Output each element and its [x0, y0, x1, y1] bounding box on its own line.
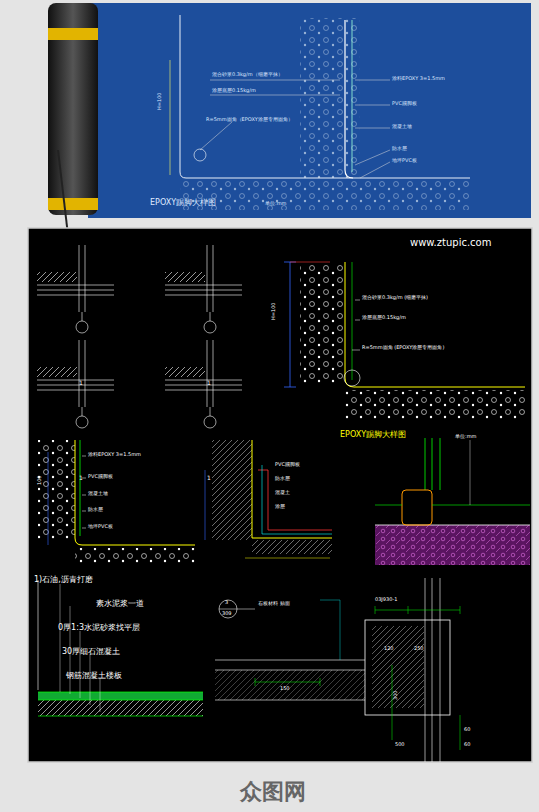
callout-leader [210, 312, 211, 321]
drawing-label: 涂料EPOXY 3=1.5mm [88, 452, 141, 458]
drawing-label: 防水层 [392, 146, 407, 152]
drawing-label: 众图网 [240, 780, 306, 804]
drawing-label: 1 [207, 380, 211, 387]
drawing-label: 混合砂浆0.3kg/m (细磨平抹) [362, 295, 428, 301]
slab-hatch [165, 367, 205, 377]
slab-line [37, 295, 114, 296]
drawing-label: H=100 [157, 93, 163, 111]
drawing-label: 涂层底层0.15kg/m [362, 315, 406, 321]
drawing-label: 60 [464, 727, 470, 733]
drawing-label: 防水层 [88, 507, 103, 513]
drawing-label: 防水层 [275, 476, 290, 482]
drawing-label: 120 [384, 646, 394, 652]
slab-line [165, 290, 242, 291]
drawing-label: 3 [225, 600, 228, 606]
callout-leader [82, 407, 83, 416]
drawing-label: 石板材料 贴面 [258, 601, 290, 607]
drawing-label: EPOXY踢脚大样图 [340, 431, 406, 440]
drawing-label: H=100 [271, 303, 277, 321]
drawing-label: 250 [414, 646, 424, 652]
drawing-label: 涂层 [275, 504, 285, 510]
drawing-label: 混凝土墙 [392, 124, 412, 130]
drawing-label: 单位:mm [265, 201, 286, 207]
callout-circle [76, 416, 88, 428]
callout-leader [82, 312, 83, 321]
wall-line [207, 245, 213, 312]
drawing-label: 钢筋混凝土楼板 [66, 672, 122, 681]
slab-line [165, 285, 242, 286]
drawing-label: 混合砂浆0.3kg/m（细磨平抹） [212, 72, 283, 78]
drawing-label: 0厚1:3水泥砂浆找平层 [58, 624, 140, 633]
drawing-label: 1 [207, 475, 211, 482]
drawing-label: 30厚细石混凝土 [62, 648, 120, 657]
drawing-label: www.ztupic.com [410, 237, 491, 248]
drawing-label: 100 [37, 475, 43, 485]
drawing-label: 300 [393, 690, 399, 700]
drawing-label: 涂料EPOXY 3=1.5mm [392, 76, 445, 82]
drawing-label: PVC踢脚板 [392, 101, 417, 107]
wall-line [79, 245, 85, 312]
drawing-label: R=5mm圆角（EPOXY涂层专用圆角） [206, 117, 293, 123]
drawing-label: 1)石油,沥青打磨 [34, 576, 93, 585]
slab-line [165, 295, 242, 296]
wall-line [207, 340, 213, 407]
drawing-label: PVC踢脚板 [275, 462, 300, 468]
slab-line [37, 285, 114, 286]
drawing-label: 地坪PVC板 [88, 524, 113, 530]
drawing-label: 混凝土 [275, 490, 290, 496]
drawing-label: 涂层底层0.15kg/m [212, 88, 256, 94]
drawing-label: 地坪PVC板 [392, 158, 417, 164]
callout-circle [76, 321, 88, 333]
slab-line [37, 385, 114, 386]
drawing-label: 混凝土墙 [88, 491, 108, 497]
slab-line [165, 380, 242, 381]
slab-hatch [37, 367, 77, 377]
drawing-label: 1 [79, 380, 83, 387]
callout-circle [204, 416, 216, 428]
slab-line [37, 290, 114, 291]
drawing-label: 150 [280, 686, 290, 692]
drawing-label: 60 [464, 742, 470, 748]
drawing-label: R=5mm圆角 (EPOXY涂层专用圆角) [362, 345, 444, 351]
callout-circle [204, 321, 216, 333]
drawing-label: 1 [79, 475, 83, 482]
slab-line [37, 380, 114, 381]
slab-line [37, 390, 114, 391]
slab-hatch [165, 272, 205, 282]
drawing-label: 单位:mm [455, 434, 476, 440]
callout-leader [210, 407, 211, 416]
drawing-label: 500 [395, 742, 405, 748]
drawing-label: 03J930-1 [375, 597, 397, 603]
drawing-label: 309 [222, 611, 232, 617]
drawing-label: 素水泥浆一道 [96, 600, 144, 609]
slab-line [165, 385, 242, 386]
drawing-label: EPOXY踢脚大样图 [150, 199, 216, 208]
drawing-label: PVC踢脚板 [88, 474, 113, 480]
slab-line [165, 390, 242, 391]
wall-line [79, 340, 85, 407]
slab-hatch [37, 272, 77, 282]
